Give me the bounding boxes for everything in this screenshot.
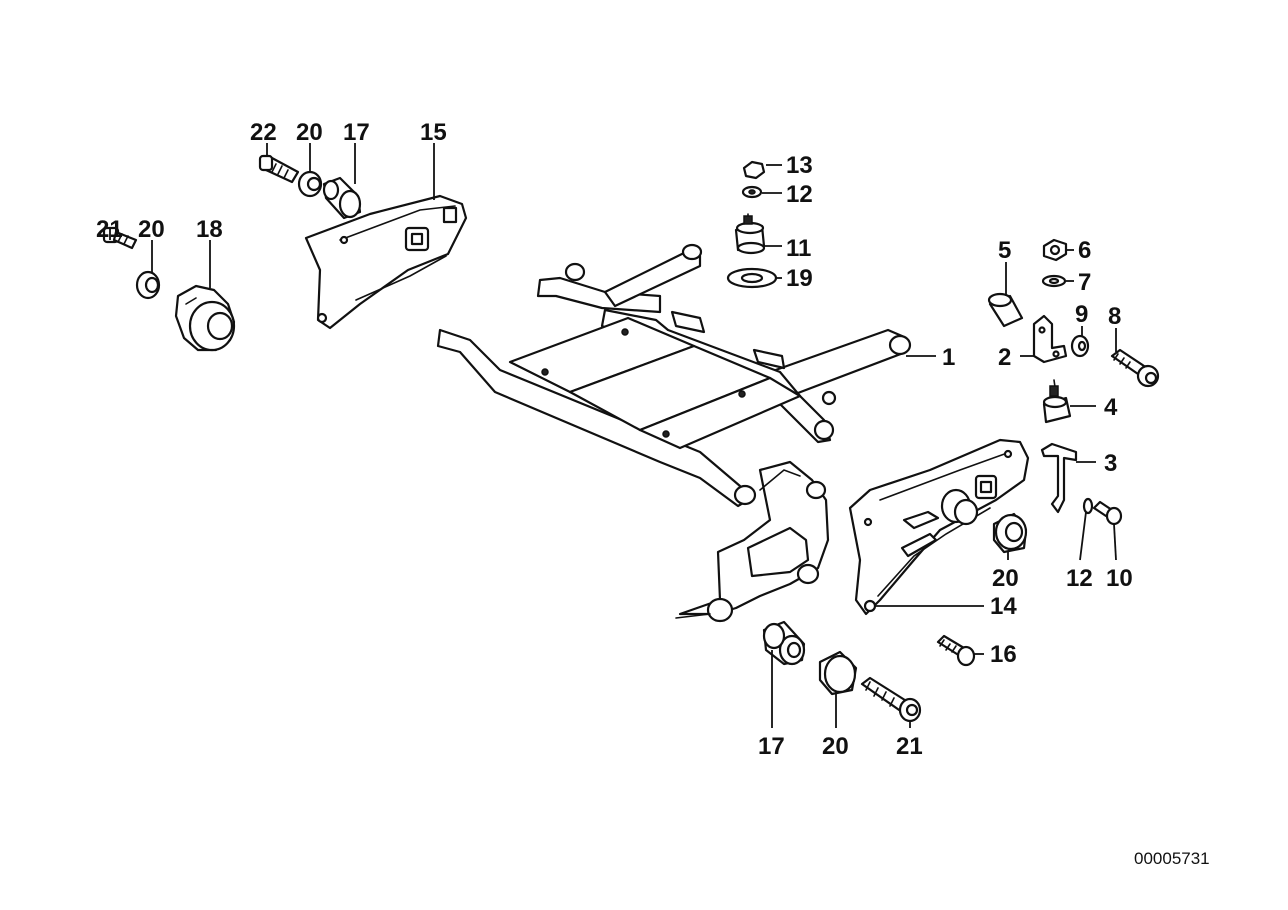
bracket-part-2 [1032, 314, 1068, 364]
callout-17: 17 [343, 119, 370, 146]
callout-6: 6 [1078, 237, 1091, 264]
callout-12: 12 [786, 181, 813, 208]
callout-7: 7 [1078, 269, 1091, 296]
callout-11: 11 [786, 235, 811, 262]
rubber-buffer-part-11 [734, 213, 766, 255]
callout-labels: 22 20 17 15 21 20 18 13 12 11 19 5 6 7 9… [96, 119, 1133, 760]
washer-part-20-left [135, 270, 161, 300]
bush-part-17-upper [322, 176, 362, 220]
transmission-housing [675, 460, 830, 623]
leader-lines [109, 143, 1117, 728]
callout-16: 16 [990, 641, 1017, 668]
callout-10: 10 [1106, 565, 1133, 592]
bracket-part-3 [1040, 442, 1078, 514]
right-mounting-bracket [848, 438, 1030, 616]
washer-part-9 [1070, 334, 1090, 358]
bolt-part-22 [258, 154, 300, 184]
callout-2: 2 [998, 344, 1011, 371]
callout-21: 21 [896, 733, 923, 760]
bolt-part-21-left [102, 226, 138, 250]
callout-21: 21 [96, 216, 123, 243]
callout-18: 18 [196, 216, 223, 243]
callout-20: 20 [992, 565, 1019, 592]
callout-4: 4 [1104, 394, 1118, 421]
washer-part-12-top [741, 185, 763, 199]
washer-part-19 [726, 267, 778, 289]
nut-part-13 [742, 160, 766, 180]
rubber-buffer-part-4 [1042, 379, 1072, 424]
bolt-part-21-lower [860, 676, 922, 723]
callout-14: 14 [990, 593, 1017, 620]
left-mounting-bracket [304, 194, 468, 330]
callout-13: 13 [786, 152, 813, 179]
callout-22: 22 [250, 119, 277, 146]
washer-part-20-upper [297, 170, 323, 198]
washer-part-12-right [1082, 497, 1094, 515]
bolt-part-8 [1110, 348, 1160, 388]
callout-8: 8 [1108, 303, 1121, 330]
spacer-part-5 [987, 292, 1024, 328]
nut-part-6 [1042, 238, 1068, 262]
callout-1: 1 [942, 344, 955, 371]
callout-20: 20 [138, 216, 165, 243]
callout-3: 3 [1104, 450, 1117, 477]
callout-15: 15 [420, 119, 447, 146]
bolt-part-16 [936, 634, 976, 667]
callout-9: 9 [1075, 301, 1088, 328]
washer-part-7 [1041, 274, 1067, 288]
callout-20: 20 [822, 733, 849, 760]
callout-5: 5 [998, 237, 1011, 264]
bush-part-20-right [992, 512, 1028, 554]
callout-20: 20 [296, 119, 323, 146]
callout-17: 17 [758, 733, 785, 760]
bolt-part-10 [1092, 500, 1123, 526]
bush-part-17-lower [762, 620, 806, 666]
rubber-mount-part-18 [174, 284, 236, 352]
main-frame-part [436, 243, 912, 508]
callout-19: 19 [786, 265, 813, 292]
diagram-reference-code: 00005731 [1134, 849, 1210, 868]
callout-12: 12 [1066, 565, 1093, 592]
bush-part-20-lower [818, 650, 858, 696]
